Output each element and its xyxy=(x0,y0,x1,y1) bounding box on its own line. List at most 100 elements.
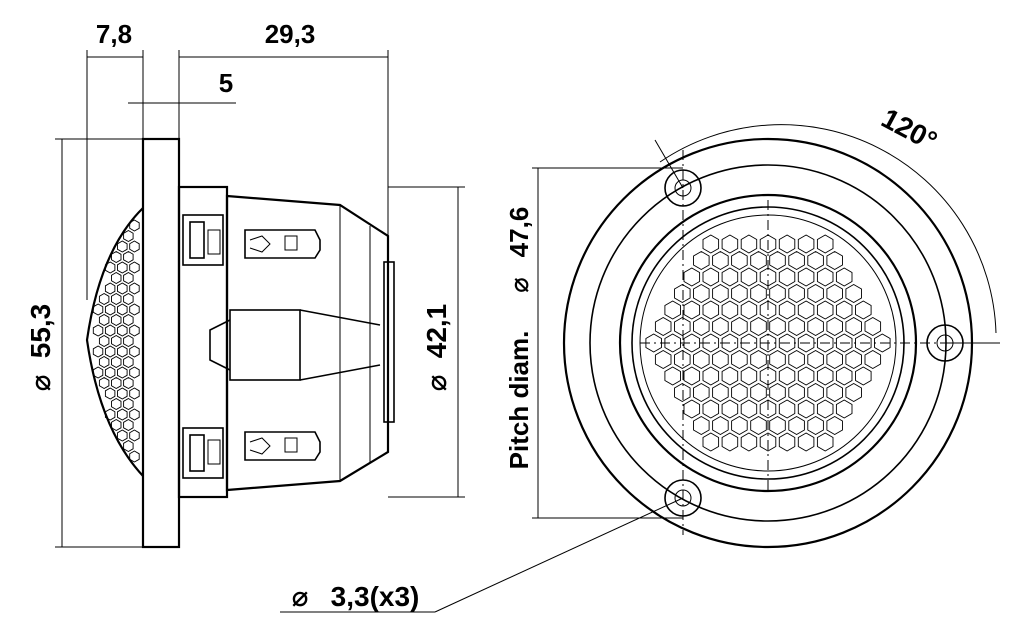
dome-hex xyxy=(104,282,116,295)
label-pitch-diameter: Pitch diam. xyxy=(504,331,534,470)
grille-hex xyxy=(702,333,720,353)
grille-hex xyxy=(769,382,786,403)
dome-hex xyxy=(129,366,140,379)
grille-hex xyxy=(855,300,872,320)
grille-hex xyxy=(750,283,767,304)
grille-hex xyxy=(674,382,691,403)
grille-hex xyxy=(750,415,767,436)
dome-hex xyxy=(117,240,128,253)
grille-hex xyxy=(807,382,824,403)
diameter-symbol: ⌀ xyxy=(421,374,452,391)
grille-hex xyxy=(750,382,767,403)
label-flange-thickness: 7,8 xyxy=(96,19,132,49)
dome-hex xyxy=(129,303,140,316)
grille-hex xyxy=(778,300,796,320)
dome-hex xyxy=(111,376,122,390)
grille-hex xyxy=(788,382,805,403)
side-view: 7,8 29,3 5 ⌀ 55,3 ⌀ 42,1 xyxy=(25,19,465,549)
grille-hex xyxy=(826,283,843,304)
dome-hex xyxy=(98,313,110,327)
grille-hex xyxy=(769,415,786,436)
dome-hex xyxy=(129,282,140,295)
grille-hex xyxy=(826,316,843,337)
grille-hex xyxy=(645,333,662,353)
grille-hex xyxy=(740,366,758,386)
dome-hex xyxy=(129,240,140,253)
dome-hex xyxy=(92,324,104,337)
rear-cap xyxy=(383,261,395,423)
dome-hex xyxy=(129,408,140,421)
dome-hex xyxy=(117,345,128,358)
grille-hex xyxy=(683,399,701,419)
dome-hex xyxy=(117,324,128,337)
dome-hex xyxy=(117,387,128,400)
leader-line xyxy=(434,497,684,613)
dome-hex xyxy=(117,429,128,442)
grille-hex xyxy=(816,300,834,320)
dome-hex xyxy=(111,397,122,411)
grille-hex xyxy=(778,267,796,287)
grille-hex xyxy=(807,283,824,304)
grille-hex xyxy=(731,415,748,436)
grille-hex xyxy=(797,267,815,287)
dome-hex xyxy=(129,219,140,232)
grille-hex xyxy=(740,432,758,452)
grille-hex xyxy=(788,415,805,436)
diameter-symbol: ⌀ xyxy=(292,581,309,612)
dome-hex xyxy=(117,366,128,379)
dome-hex xyxy=(104,324,116,337)
diameter-symbol: ⌀ xyxy=(25,374,56,391)
dome-hex xyxy=(111,418,122,432)
grille-hex xyxy=(807,250,824,271)
grille-hex xyxy=(664,300,681,320)
terminal-upper xyxy=(182,214,321,266)
dome-hex xyxy=(111,355,122,369)
terminal-lower xyxy=(182,427,321,479)
grille-hex xyxy=(712,283,729,304)
grille-hex xyxy=(721,234,739,254)
grille-hex xyxy=(712,349,729,370)
dome-hex xyxy=(129,345,140,358)
label-angle: 120° xyxy=(877,102,943,157)
grille-hex xyxy=(712,316,729,337)
grille-hex xyxy=(769,316,786,337)
grille-hex xyxy=(731,349,748,370)
grille-hex xyxy=(816,432,834,452)
grille-hex xyxy=(731,283,748,304)
grille-hex xyxy=(778,366,796,386)
grille-hex xyxy=(797,432,815,452)
grille-hex xyxy=(702,366,720,386)
dome-hex xyxy=(92,345,104,358)
grille-hex xyxy=(816,399,834,419)
dome-hex xyxy=(123,313,134,327)
grille-hex xyxy=(759,300,777,320)
grille-hex xyxy=(807,415,824,436)
grille-hex xyxy=(845,349,862,370)
grille-hex xyxy=(874,333,891,353)
center-line xyxy=(299,309,381,326)
dome-hex xyxy=(104,261,116,274)
center-post xyxy=(229,309,301,381)
grille-hex xyxy=(664,333,681,353)
grille-hex xyxy=(721,300,739,320)
grille-hex xyxy=(693,316,710,337)
grille-hex xyxy=(740,234,758,254)
grille-hex xyxy=(750,349,767,370)
dome-hex xyxy=(123,355,134,369)
grille-hex xyxy=(721,432,739,452)
dome-hex xyxy=(123,376,134,390)
dome-hex xyxy=(98,376,110,390)
dome-hex xyxy=(129,450,140,463)
grille-hex xyxy=(826,382,843,403)
grille-hex xyxy=(674,349,691,370)
grille-hex xyxy=(816,333,834,353)
grille-hex xyxy=(797,366,815,386)
grille-hex xyxy=(740,399,758,419)
dome-hex xyxy=(111,313,122,327)
grille-hex xyxy=(788,316,805,337)
grille-hex xyxy=(731,382,748,403)
grille-hex xyxy=(693,250,710,271)
dome-hex xyxy=(129,324,140,337)
diameter-symbol: ⌀ xyxy=(504,277,534,293)
